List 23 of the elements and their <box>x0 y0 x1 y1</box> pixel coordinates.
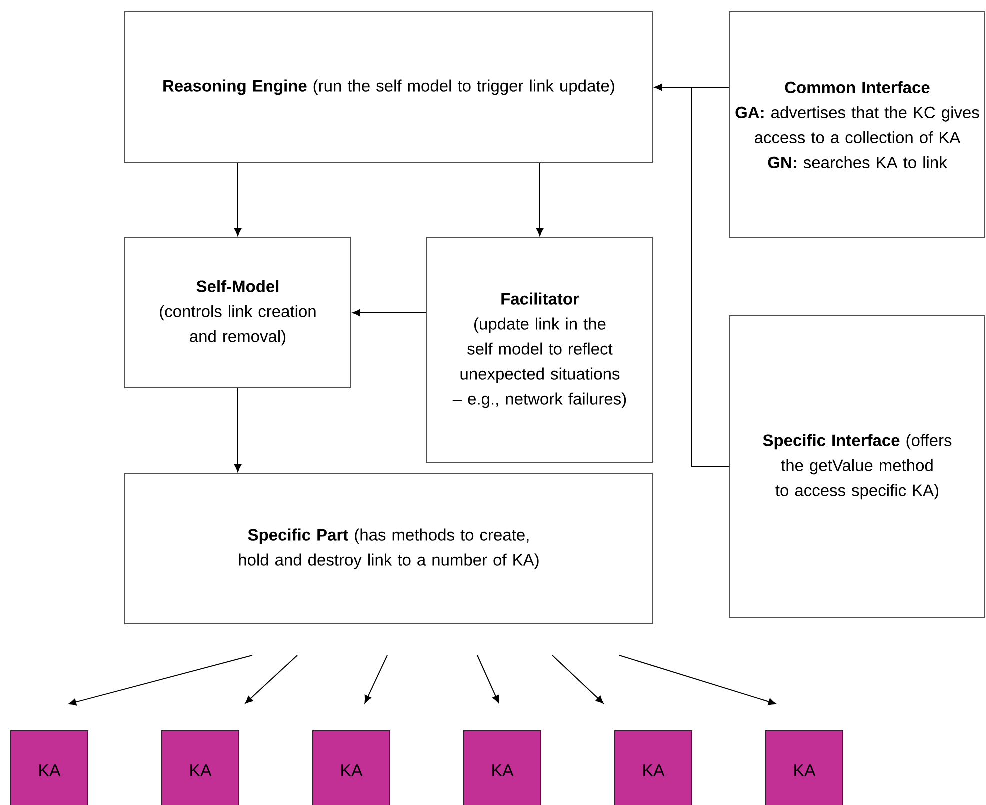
ka-square: KA <box>464 730 542 805</box>
arrow <box>234 163 242 236</box>
ka-square: KA <box>10 730 88 805</box>
ka-square: KA <box>162 730 240 805</box>
arrow <box>536 163 544 236</box>
arrow <box>477 655 500 704</box>
interface-box: Specific Interface (offers the getValue method to access specific KA) <box>730 316 986 618</box>
process-box: Facilitator (update link in the self model to reflect unexpected situations – e.g., network failures) <box>426 238 654 464</box>
process-box: Self-Model (controls link creation and removal) <box>124 238 352 388</box>
arrow <box>352 309 427 317</box>
arrow <box>68 655 253 706</box>
arrow <box>234 388 242 472</box>
arrow <box>552 655 604 704</box>
ka-square: KA <box>614 730 692 805</box>
ka-square: KA <box>312 730 390 805</box>
arrow <box>245 655 298 704</box>
process-box: Specific Part (has methods to create, hold and destroy link to a number of KA) <box>124 474 654 624</box>
arrow <box>364 655 388 704</box>
ka-square: KA <box>766 730 844 805</box>
arrow <box>654 84 730 468</box>
interface-box: Common Interface GA: advertises that the KC gives access to a collection of KA GN: searches KA to link <box>730 12 986 238</box>
engine-box: Reasoning Engine (run the self model to trigger link update) <box>124 12 654 164</box>
arrow <box>619 655 776 706</box>
